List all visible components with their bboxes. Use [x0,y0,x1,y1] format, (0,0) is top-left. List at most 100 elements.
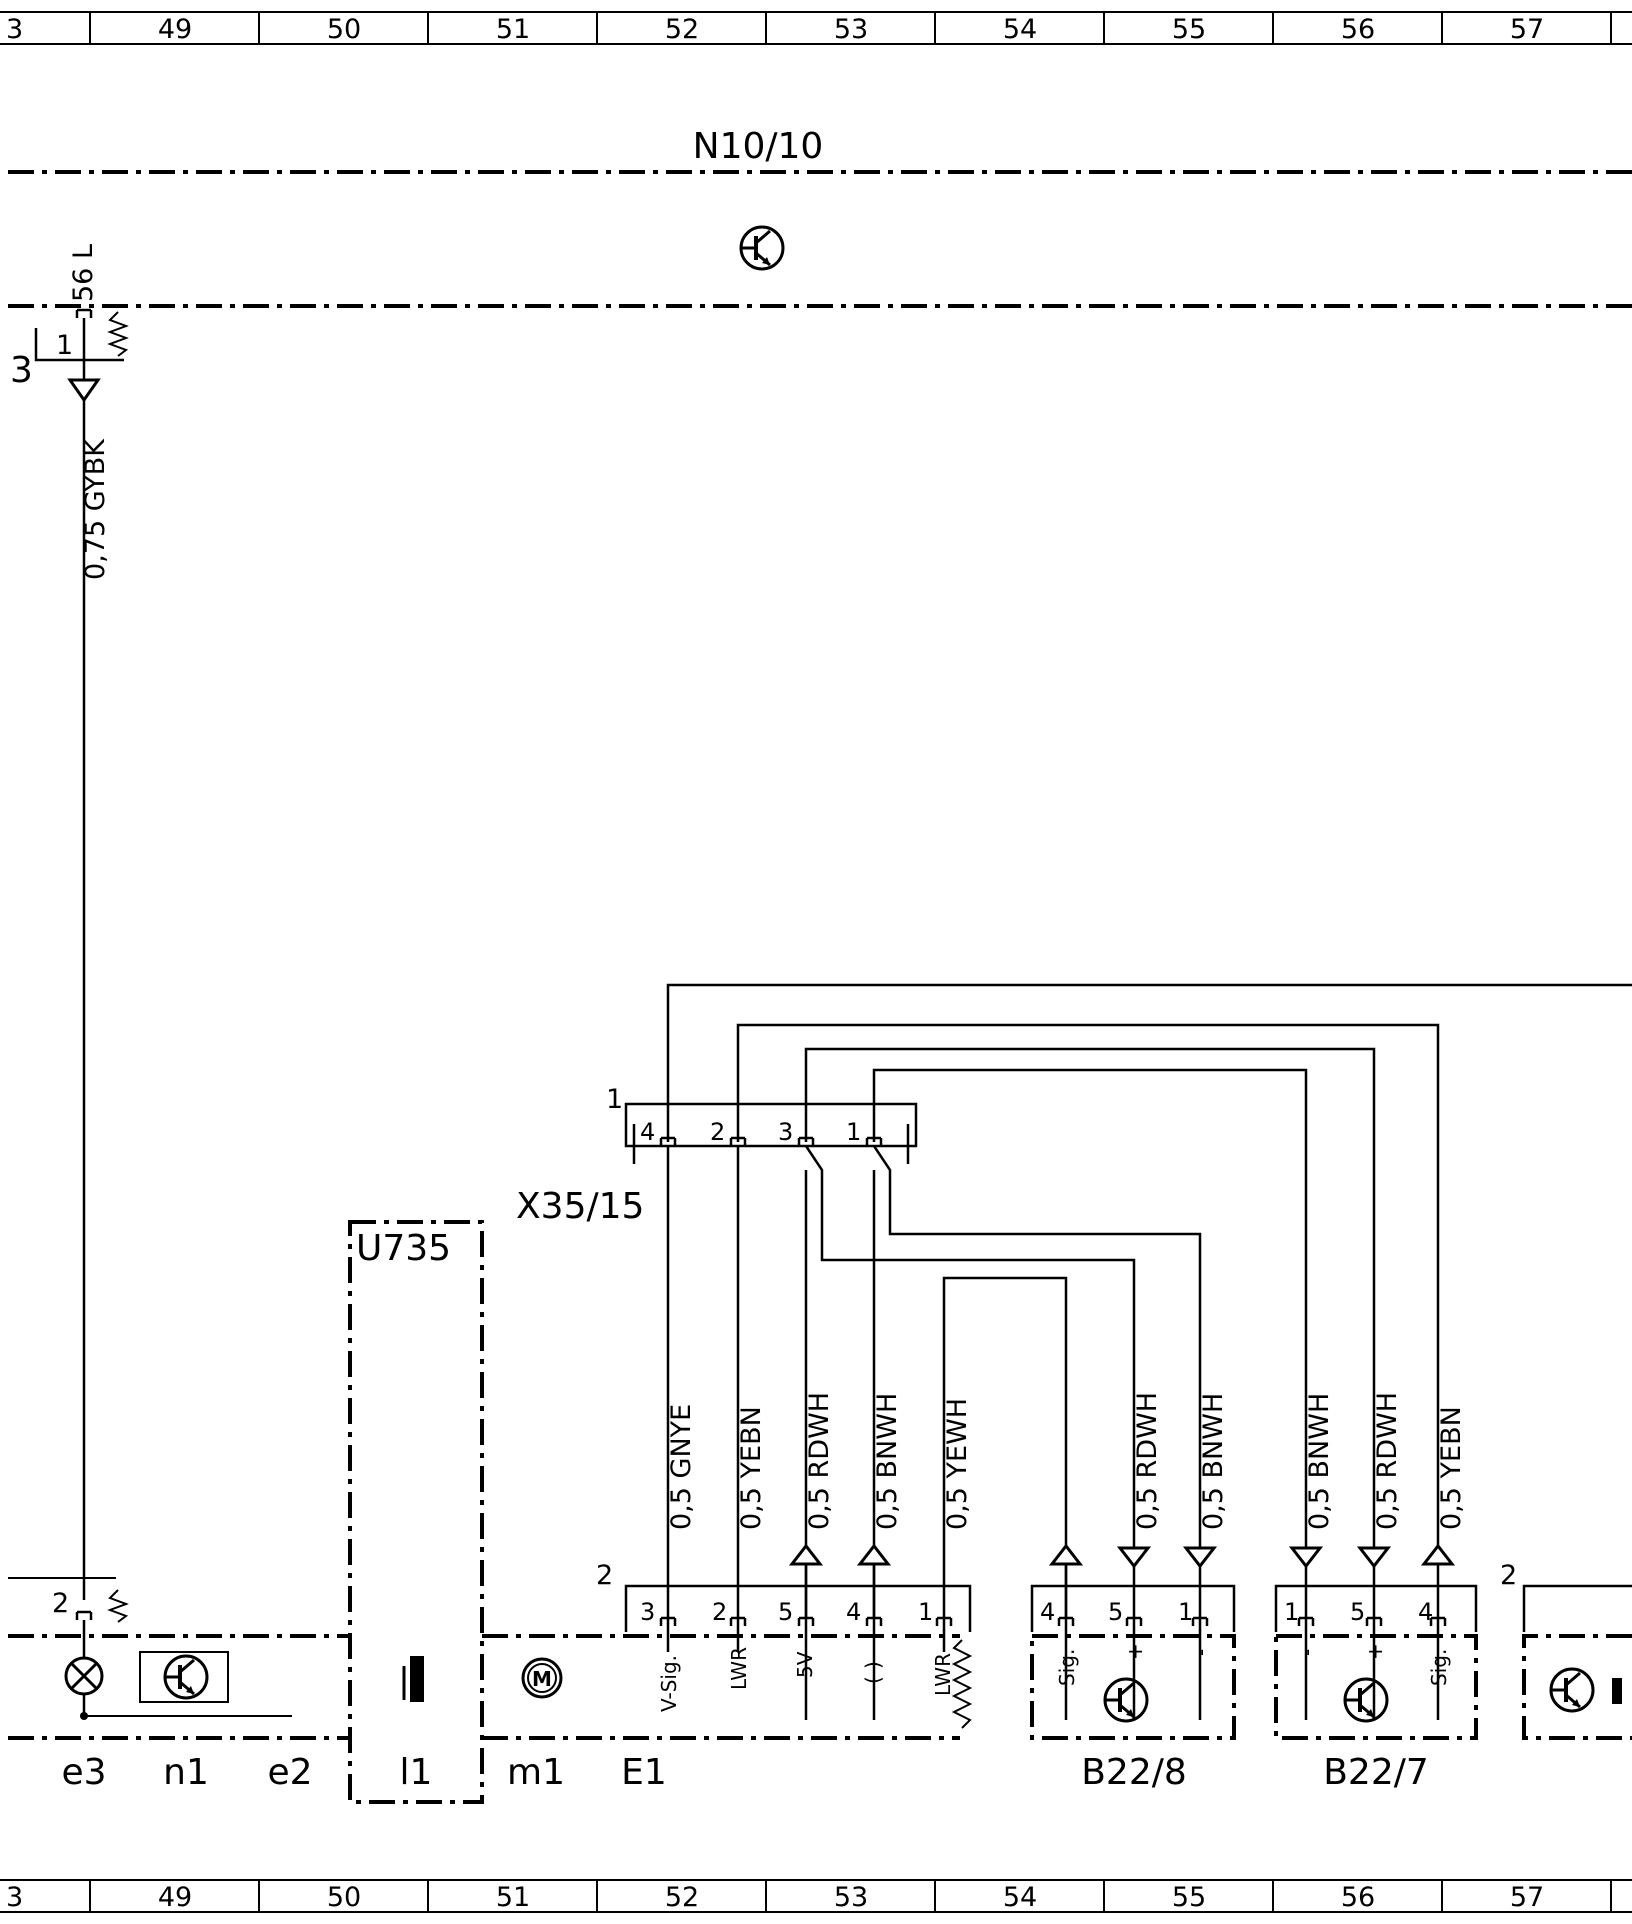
b22-8-pin: 5 [1108,1598,1123,1626]
connector-pin-1: 1 [846,1118,861,1146]
label-e1: E1 [621,1752,667,1793]
transistor-icon [1103,1677,1149,1723]
label-e2: e2 [267,1752,312,1793]
connector-arrow-icon [67,378,101,403]
left-lamp-circuit: 56 L 1 3 0,75 GYBK [10,244,129,1600]
pin-label-1: 1 [56,330,73,361]
wire-labels: 0,5 GNYE 0,5 YEBN 0,5 RDWH 0,5 BNWH 0,5 … [666,1392,1467,1530]
side-number-3: 3 [10,350,33,391]
label-e3: e3 [61,1752,106,1793]
e1-block-number: 2 [596,1560,613,1591]
arrow-down-icon [1184,1546,1216,1568]
arrow-up-icon [1422,1544,1454,1566]
wire-label: 0,5 RDWH [1372,1392,1403,1530]
b22-7-signal: Sig. [1427,1649,1451,1686]
ruler-cell-label: 50 [327,14,361,45]
b22-8-label: B22/8 [1081,1752,1187,1793]
ruler-cell-label: 56 [1341,14,1375,45]
transistor-icon [1549,1667,1595,1713]
wire-label: 0,5 GNYE [666,1404,697,1530]
motor-icon: M [521,1657,563,1699]
ruler-cell-label: 53 [834,14,868,45]
e1-pin: 2 [712,1598,727,1626]
ruler-cell-label: 57 [1510,1882,1544,1913]
ruler-cell-label: 54 [1003,1882,1037,1913]
module-label-n10-10: N10/10 [693,126,824,167]
ruler-cell-label: 49 [158,14,192,45]
arrow-up-icon [790,1544,822,1566]
label-n1: n1 [163,1752,209,1793]
ruler-cell-label: 3 [6,1882,23,1913]
interference-suppressor-icon [402,1656,424,1702]
b22-8-pin: 1 [1178,1598,1193,1626]
pin-label-56l: 56 L [68,244,99,302]
arrow-down-icon [1118,1546,1150,1568]
connector-pin-2: 2 [710,1118,725,1146]
wire-label: 0,5 RDWH [804,1392,835,1530]
connector-number: 1 [606,1084,623,1115]
wire-label: 0,5 YEBN [736,1406,767,1530]
ruler-cell-label: 49 [158,1882,192,1913]
e1-signal: (-) [861,1661,885,1684]
bottom-module: 2 U735 M 2 3 2 5 4 1 [8,1220,1632,1804]
ruler-cell-label: 55 [1172,1882,1206,1913]
wire-harness [666,983,1632,1720]
ruler-cell-label: 55 [1172,14,1206,45]
wire-label: 0,5 YEBN [1436,1406,1467,1530]
e1-pin: 1 [918,1598,933,1626]
e1-pin: 3 [640,1598,655,1626]
connector-x35-15: 1 4 2 3 1 X35/15 [516,1084,918,1227]
pin-jack [75,308,93,320]
b22-7-label: B22/7 [1323,1752,1429,1793]
b22-7-pin: 1 [1284,1598,1299,1626]
wire-label: 0,5 BNWH [872,1393,903,1530]
e1-signal: V-Sig. [657,1655,681,1712]
e3-pin-2: 2 [52,1588,69,1619]
e1-pin: 4 [846,1598,861,1626]
e1-signal: LWR [931,1653,955,1696]
lamp-icon [64,1656,104,1696]
ruler-cell-label: 57 [1510,14,1544,45]
connector-label: X35/15 [516,1186,644,1227]
b22-8-signal: Sig. [1055,1649,1079,1686]
connector-pin-4: 4 [640,1118,655,1146]
label-l1: l1 [400,1752,433,1793]
transistor-icon [1343,1677,1389,1723]
b22-8-signal: - [1189,1649,1213,1656]
wire-label: 0,5 YEWH [942,1398,973,1530]
ruler-cell-label: 51 [496,1882,530,1913]
b22-8-signal: + [1123,1643,1147,1660]
label-m1: m1 [507,1752,565,1793]
b22-8-pin: 4 [1040,1598,1055,1626]
e1-pin: 5 [778,1598,793,1626]
arrow-up-icon [858,1544,890,1566]
arrow-down-icon [1290,1546,1322,1568]
e1-signal: LWR [727,1647,751,1690]
pin-jack [75,1610,93,1622]
b22-7-signal: - [1295,1649,1319,1656]
b22-7-signal: + [1363,1643,1387,1660]
e1-signal: 5V [793,1651,817,1678]
transistor-icon [739,225,785,271]
ruler-cell-label: 3 [6,14,23,45]
ruler-cell-label: 52 [665,14,699,45]
motor-letter: M [532,1667,552,1691]
wire-label: 0,5 RDWH [1132,1392,1163,1530]
arrow-up-icon [1050,1544,1082,1566]
transistor-icon [163,1654,209,1700]
arrow-down-icon [1358,1546,1390,1568]
top-column-ruler: 3 49 50 51 52 53 54 55 56 57 [0,11,1632,45]
ruler-cell-label: 51 [496,14,530,45]
bottom-column-ruler: 3 49 50 51 52 53 54 55 56 57 [0,1879,1632,1913]
ruler-cell-label: 50 [327,1882,361,1913]
ruler-cell-label: 52 [665,1882,699,1913]
ruler-cell-label: 53 [834,1882,868,1913]
right-block-number: 2 [1500,1560,1517,1591]
b22-7-pin: 4 [1418,1598,1433,1626]
connector-pin-3: 3 [778,1118,793,1146]
wire-label: 0,5 BNWH [1198,1393,1229,1530]
u735-label: U735 [356,1228,451,1269]
wire-label: 0,5 BNWH [1304,1393,1335,1530]
module-n10-10: N10/10 [8,126,1632,308]
